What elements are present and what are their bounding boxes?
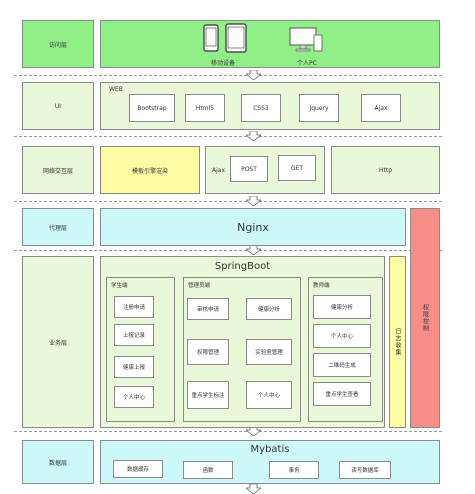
access-layer-label-text: 访问层 bbox=[48, 41, 67, 49]
tech-jquery: Jquery bbox=[299, 94, 339, 122]
admin-profile-module: 个人中心 bbox=[246, 381, 292, 409]
teacher-profile-module: 个人中心 bbox=[313, 324, 371, 348]
data-cache-module: 数据缓存 bbox=[113, 460, 163, 478]
ui-layer-label: UI bbox=[22, 82, 94, 130]
function-module: 函数 bbox=[183, 461, 233, 479]
access-layer-label: 访问层 bbox=[22, 20, 94, 68]
down-arrow-icon bbox=[246, 245, 261, 255]
mybatis-panel: Mybatis 数据缓存 函数 事务 读写数据库 bbox=[100, 440, 440, 484]
interaction-layer-label-text: 网络交互层 bbox=[42, 167, 73, 175]
log-collection-text: 日志收集 bbox=[394, 328, 401, 356]
admin-health-analysis-module: 健康分析 bbox=[246, 298, 292, 320]
teacher-group-title: 教师端 bbox=[313, 283, 330, 289]
admin-lab-module: 实验室管理 bbox=[246, 339, 292, 365]
tablet-icon bbox=[225, 23, 247, 53]
interaction-layer-label: 网络交互层 bbox=[22, 146, 94, 194]
mobile-device-label: 移动设备 bbox=[211, 60, 236, 67]
ajax-label: Ajax bbox=[212, 167, 225, 174]
log-collection-box: 日志收集 bbox=[389, 256, 406, 428]
template-engine-box: 模板引擎渲染 bbox=[100, 146, 200, 194]
layer-separator bbox=[14, 75, 442, 76]
data-layer-label-text: 数据层 bbox=[48, 459, 67, 467]
business-layer-label: 业务层 bbox=[22, 256, 94, 428]
student-health-report-module: 健康上报 bbox=[114, 356, 154, 378]
nginx-text: Nginx bbox=[237, 220, 269, 234]
admin-group-title: 管理员端 bbox=[188, 283, 211, 289]
student-register-module: 注册申请 bbox=[114, 296, 154, 318]
student-group-title: 学生端 bbox=[111, 283, 128, 289]
admin-key-student-mark-module: 重点学生标注 bbox=[187, 381, 229, 409]
teacher-health-analysis-module: 健康分析 bbox=[313, 295, 371, 319]
teacher-qrcode-module: 二维码生成 bbox=[313, 353, 371, 377]
student-profile-module: 个人中心 bbox=[114, 386, 154, 408]
down-arrow-icon bbox=[246, 484, 261, 494]
ui-layer-label-text: UI bbox=[54, 102, 62, 110]
business-layer-label-text: 业务层 bbox=[48, 339, 67, 347]
read-write-db-module: 读写数据库 bbox=[339, 461, 391, 479]
web-label: WEB bbox=[109, 86, 123, 93]
down-arrow-icon bbox=[246, 196, 261, 206]
admin-permission-module: 权限管理 bbox=[187, 339, 229, 365]
phone-icon bbox=[203, 24, 219, 52]
data-layer-label: 数据层 bbox=[22, 440, 94, 484]
layer-separator bbox=[14, 431, 442, 432]
down-arrow-icon bbox=[246, 70, 261, 80]
layer-separator bbox=[14, 250, 442, 251]
permission-control-text: 权限控制 bbox=[421, 304, 429, 332]
layer-separator bbox=[14, 136, 442, 137]
permission-control-box: 权限控制 bbox=[410, 208, 440, 428]
access-layer-panel: 移动设备 个人PC bbox=[100, 20, 440, 68]
tech-html5: Html5 bbox=[185, 94, 225, 122]
pc-label: 个人PC bbox=[297, 60, 317, 67]
monitor-icon bbox=[289, 27, 323, 52]
http-text: Http bbox=[378, 166, 393, 174]
proxy-layer-label-text: 代理层 bbox=[48, 224, 67, 232]
mybatis-title: Mybatis bbox=[250, 444, 290, 455]
proxy-layer-label: 代理层 bbox=[22, 208, 94, 246]
down-arrow-icon bbox=[246, 131, 261, 141]
student-report-records-module: 上报记录 bbox=[114, 324, 154, 346]
springboot-title: SpringBoot bbox=[214, 261, 271, 272]
teacher-key-student-view-module: 重点学生查看 bbox=[313, 382, 371, 406]
nginx-box: Nginx bbox=[100, 208, 406, 246]
transaction-module: 事务 bbox=[269, 461, 319, 479]
tech-ajax: Ajax bbox=[361, 94, 401, 122]
admin-review-module: 审核申请 bbox=[187, 298, 229, 320]
tech-bootstrap: Bootstrap bbox=[129, 94, 175, 122]
layer-separator bbox=[14, 201, 442, 202]
get-box: GET bbox=[278, 155, 316, 181]
ui-layer-panel: WEB Bootstrap Html5 CSS3 Jquery Ajax bbox=[100, 82, 440, 130]
template-engine-text: 模板引擎渲染 bbox=[131, 167, 168, 175]
http-box: Http bbox=[331, 146, 440, 194]
post-box: POST bbox=[230, 156, 268, 182]
tech-css3: CSS3 bbox=[241, 94, 281, 122]
ajax-box: Ajax POST GET bbox=[205, 146, 325, 194]
